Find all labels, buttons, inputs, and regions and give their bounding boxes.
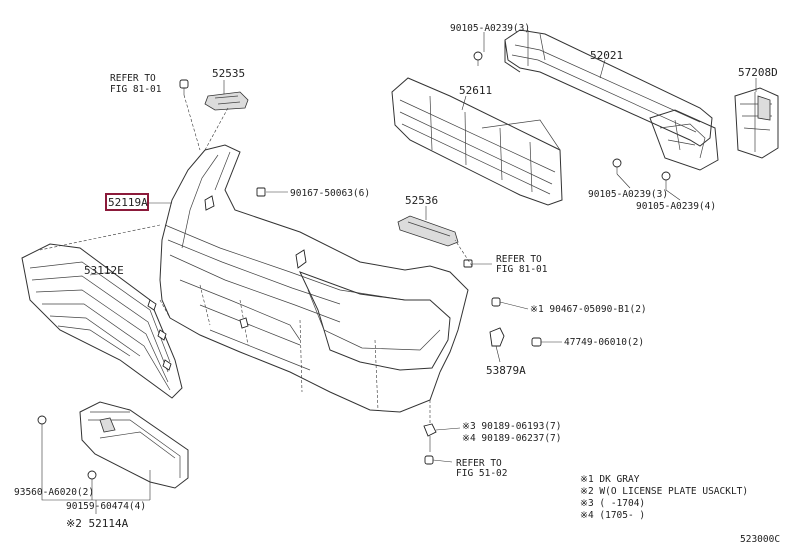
label-52611[interactable]: 52611	[459, 84, 492, 97]
front-bumper-cover	[159, 144, 469, 413]
label-90189-b[interactable]: ※4 90189-06237(7)	[462, 433, 561, 444]
bumper-bracket-52536	[397, 206, 459, 247]
part-labels: 52119A 53112E ※2 52114A 52535 52611 5202…	[14, 23, 778, 530]
bumper-bracket-52535	[204, 80, 249, 111]
label-90167[interactable]: 90167-50063(6)	[290, 188, 370, 199]
label-53879a[interactable]: 53879A	[486, 364, 526, 377]
label-52536[interactable]: 52536	[405, 194, 438, 207]
highlight-box	[105, 193, 149, 211]
label-90467[interactable]: ※1 90467-05090-B1(2)	[530, 304, 647, 315]
label-57208d[interactable]: 57208D	[738, 66, 778, 79]
label-52114a[interactable]: ※2 52114A	[66, 517, 129, 530]
energy-absorber	[391, 77, 563, 206]
refer-label-1-line1[interactable]: REFER TO	[110, 73, 156, 84]
label-52119a[interactable]: 52119A	[108, 196, 148, 209]
legend-line-1: ※1 DK GRAY	[580, 474, 640, 485]
label-90105-top[interactable]: 90105-A0239(3)	[450, 23, 530, 34]
bumper-reinforcement	[504, 29, 719, 171]
refer-label-2-line1[interactable]: REFER TO	[496, 254, 542, 265]
label-90159[interactable]: 90159-60474(4)	[66, 501, 146, 512]
legend-line-4: ※4 (1705- )	[580, 510, 645, 521]
label-47749[interactable]: 47749-06010(2)	[564, 337, 644, 348]
label-52535[interactable]: 52535	[212, 67, 245, 80]
label-90105-right-2[interactable]: 90105-A0239(4)	[636, 201, 716, 212]
radiator-grille	[21, 243, 183, 399]
refer-label-3-line1[interactable]: REFER TO	[456, 458, 502, 469]
leader-lines	[39, 32, 757, 514]
legend-line-3: ※3 ( -1704)	[580, 498, 645, 509]
license-plate-bracket	[79, 401, 189, 489]
legend-line-2: ※2 W(O LICENSE PLATE USACKLT)	[580, 486, 748, 497]
refer-label-1-line2[interactable]: FIG 81-01	[110, 84, 162, 95]
bumper-retainer-bracket	[734, 87, 779, 159]
diagram-code: 523000C	[740, 534, 780, 545]
label-93560[interactable]: 93560-A6020(2)	[14, 487, 94, 498]
label-90189-a[interactable]: ※3 90189-06193(7)	[462, 421, 561, 432]
label-53112e[interactable]: 53112E	[84, 264, 124, 277]
legend: ※1 DK GRAY ※2 W(O LICENSE PLATE USACKLT)…	[580, 474, 748, 521]
label-52021[interactable]: 52021	[590, 49, 623, 62]
label-90105-right-1[interactable]: 90105-A0239(3)	[588, 189, 668, 200]
refer-label-2-line2[interactable]: FIG 81-01	[496, 264, 548, 275]
refer-label-3-line2[interactable]: FIG 51-02	[456, 468, 507, 479]
